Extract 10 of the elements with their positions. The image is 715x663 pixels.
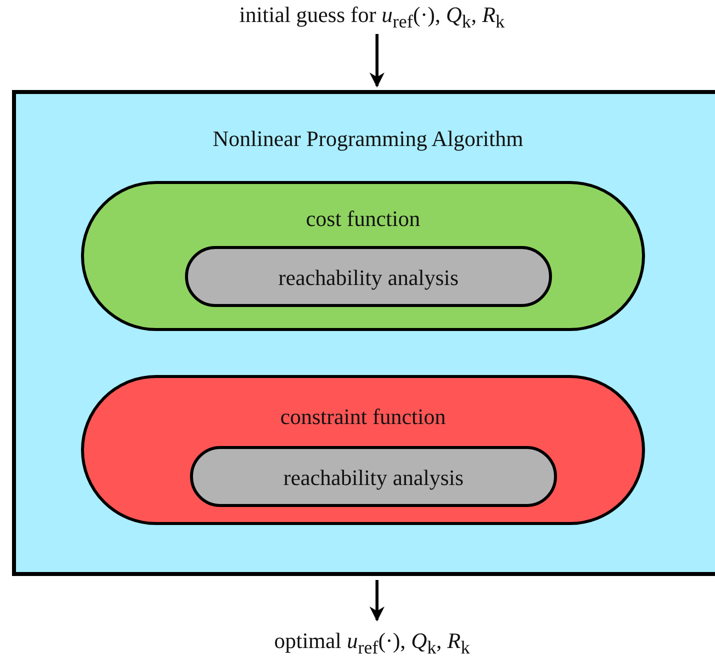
arrow [370,580,384,622]
pill-label: constraint function [280,404,446,430]
box-title: Nonlinear Programming Algorithm [212,126,524,152]
pill-label: reachability analysis [278,265,459,291]
pill-label: cost function [306,206,420,232]
input-label: initial guess for u$_{ref}$(·), Q$_{k}$, R$_{k}$ [239,2,505,32]
output-label: optimal u$_{ref}$(·), Q$_{k}$, R$_{k}$ [274,628,470,658]
arrow [370,34,384,88]
algorithm-box [12,90,715,576]
pill-label: reachability analysis [283,465,464,491]
